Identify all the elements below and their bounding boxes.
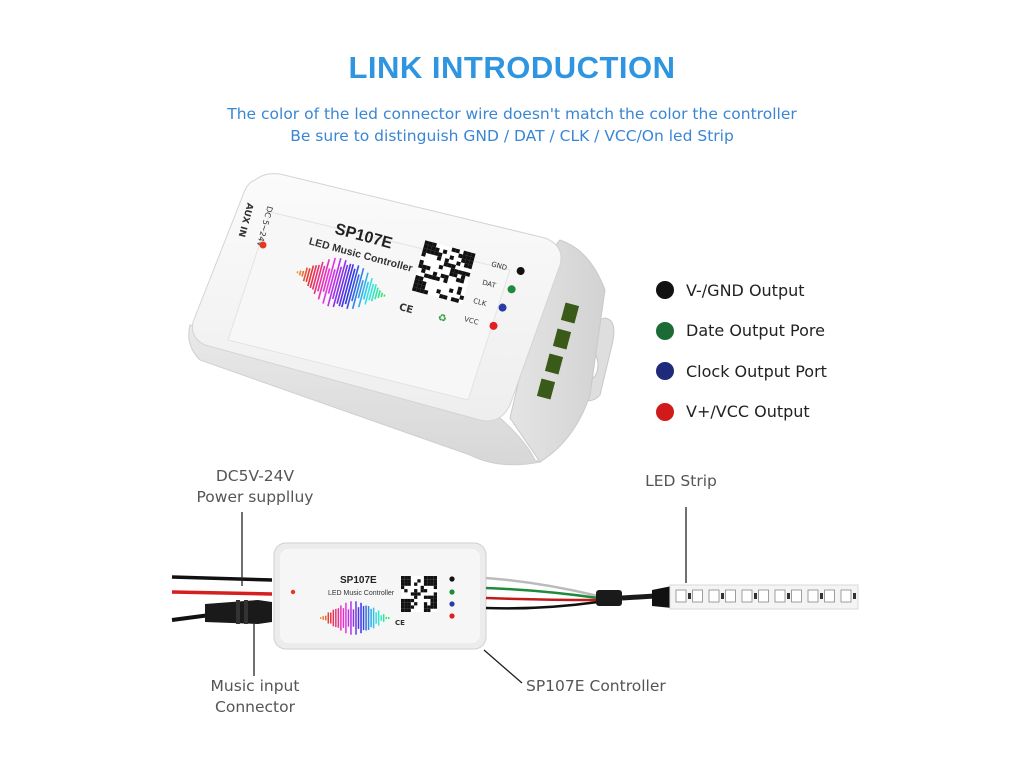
- legend-label: Clock Output Port: [686, 361, 827, 381]
- vcc-color-dot: [656, 402, 674, 421]
- wiring-diagram: SP107E LED Music Controller CE: [171, 507, 859, 684]
- legend-label: V-/GND Output: [686, 280, 805, 300]
- small-qr-code-icon: [401, 576, 437, 612]
- controller-large: SP107E LED Music Controller GND DAT CLK …: [188, 173, 615, 466]
- small-equalizer-graphic: [320, 601, 390, 635]
- subtitle-line-1: The color of the led connector wire does…: [227, 105, 797, 123]
- controller-label: SP107E Controller: [526, 677, 666, 695]
- small-device-subtitle: LED Music Controller: [328, 590, 395, 597]
- music-label-line-2: Connector: [215, 698, 295, 716]
- page-title: LINK INTRODUCTION: [348, 50, 676, 85]
- dat-color-dot: [656, 321, 674, 340]
- small-device-model: SP107E: [340, 575, 377, 586]
- led-strip-label: LED Strip: [645, 472, 717, 490]
- port-label-dat: DAT: [481, 279, 497, 290]
- legend-item-dat: Date Output Pore: [656, 311, 827, 352]
- small-cert-mark: CE: [395, 619, 405, 627]
- controller-small: SP107E LED Music Controller CE: [273, 542, 487, 650]
- music-input-label: Music input Connector: [190, 676, 320, 718]
- gnd-color-dot: [656, 281, 674, 300]
- power-label-line-1: DC5V-24V: [215, 467, 295, 485]
- recycle-icon: ♻: [436, 312, 448, 325]
- power-label-line-2: Power supplluy: [196, 488, 314, 506]
- cert-mark: CE: [398, 302, 415, 316]
- port-label-gnd: GND: [490, 260, 508, 272]
- port-label-clk: CLK: [472, 297, 487, 308]
- qr-code-icon: [411, 240, 476, 304]
- legend-item-clk: Clock Output Port: [656, 351, 827, 392]
- legend-label: V+/VCC Output: [686, 402, 810, 422]
- power-supply-label: DC5V-24V Power supplluy: [185, 466, 325, 508]
- legend-item-gnd: V-/GND Output: [656, 270, 827, 311]
- legend-label: Date Output Pore: [686, 321, 825, 341]
- pin-legend: V-/GND Output Date Output Pore Clock Out…: [656, 270, 827, 432]
- clk-color-dot: [656, 362, 674, 381]
- port-label-vcc: VCC: [463, 315, 479, 327]
- subtitle-line-2: Be sure to distinguish GND / DAT / CLK /…: [290, 127, 734, 145]
- equalizer-graphic: [296, 257, 386, 310]
- strip-connector: [596, 590, 622, 606]
- led-strip: [669, 584, 859, 610]
- legend-item-vcc: V+/VCC Output: [656, 392, 827, 433]
- music-label-line-1: Music input: [210, 677, 300, 695]
- power-led-icon: [259, 241, 267, 249]
